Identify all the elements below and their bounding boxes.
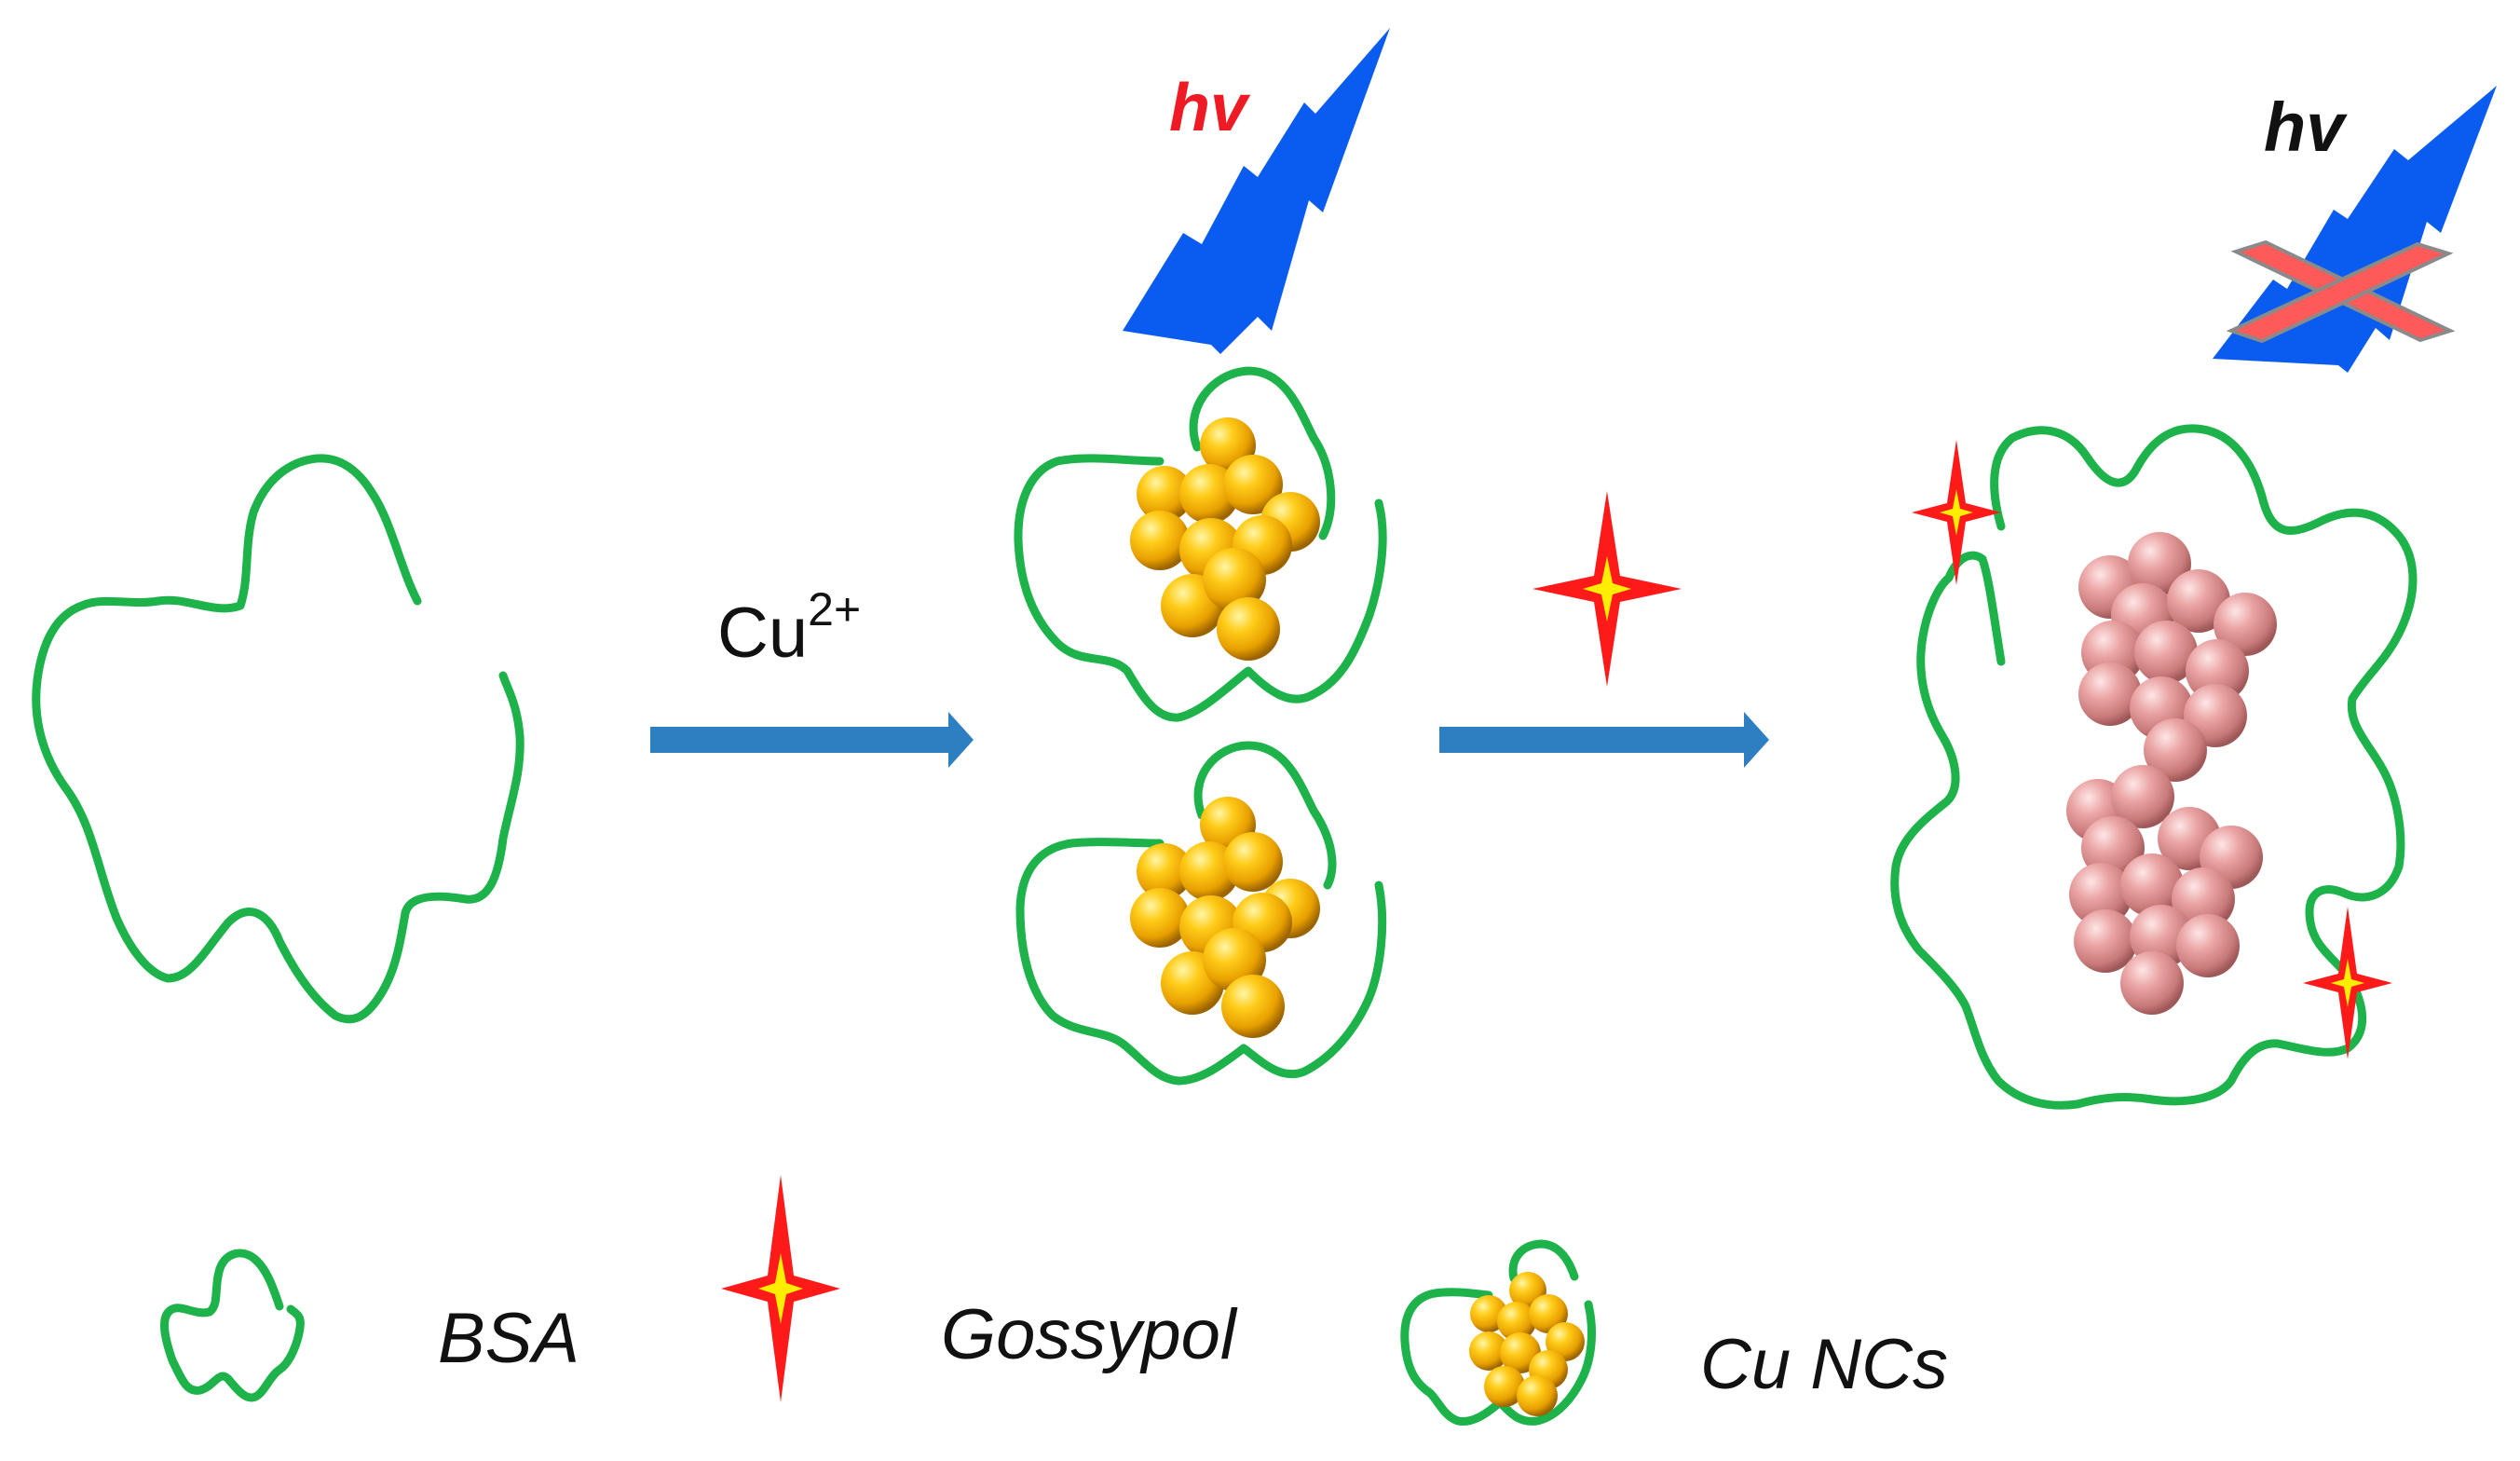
- gold-cluster: [1130, 417, 1320, 661]
- reagent-superscript: 2+: [808, 583, 861, 635]
- legend: BSA Gossypol Cu NCs: [160, 1175, 1948, 1427]
- pink-cluster-upper: [2078, 532, 2277, 782]
- reaction-arrow-1: [650, 712, 974, 768]
- gossypol-star-icon: [2303, 907, 2392, 1059]
- reaction-arrow-2: [1439, 712, 1769, 768]
- gold-cluster: [1130, 797, 1320, 1038]
- cu-nc-top: [1014, 366, 1387, 722]
- aggregated-product: [1890, 424, 2418, 1110]
- legend-cu-ncs-label: Cu NCs: [1700, 1325, 1948, 1404]
- legend-bsa-label: BSA: [438, 1299, 579, 1378]
- legend-gossypol-icon: [721, 1175, 840, 1402]
- reagent-label: Cu2+: [717, 583, 861, 673]
- legend-gossypol-label: Gossypol: [941, 1295, 1238, 1374]
- blocked-light-icon: [2213, 86, 2497, 373]
- cu-nc-bottom: [1015, 741, 1387, 1086]
- gold-cluster: [1469, 1272, 1585, 1416]
- excitation-light-icon: [1123, 28, 1390, 354]
- bsa-protein: [32, 454, 524, 1024]
- gossypol-star-icon: [1532, 491, 1682, 687]
- pink-cluster-lower: [2066, 765, 2263, 1015]
- gossypol-star-icon: [1912, 440, 2001, 585]
- legend-cu-nc-icon: [1400, 1239, 1596, 1427]
- reagent-base: Cu: [717, 594, 808, 673]
- hv-label-active: hv: [1169, 71, 1251, 145]
- blocked-cross-icon: [2226, 239, 2456, 344]
- legend-bsa-icon: [160, 1249, 305, 1402]
- hv-label-blocked: hv: [2264, 89, 2348, 166]
